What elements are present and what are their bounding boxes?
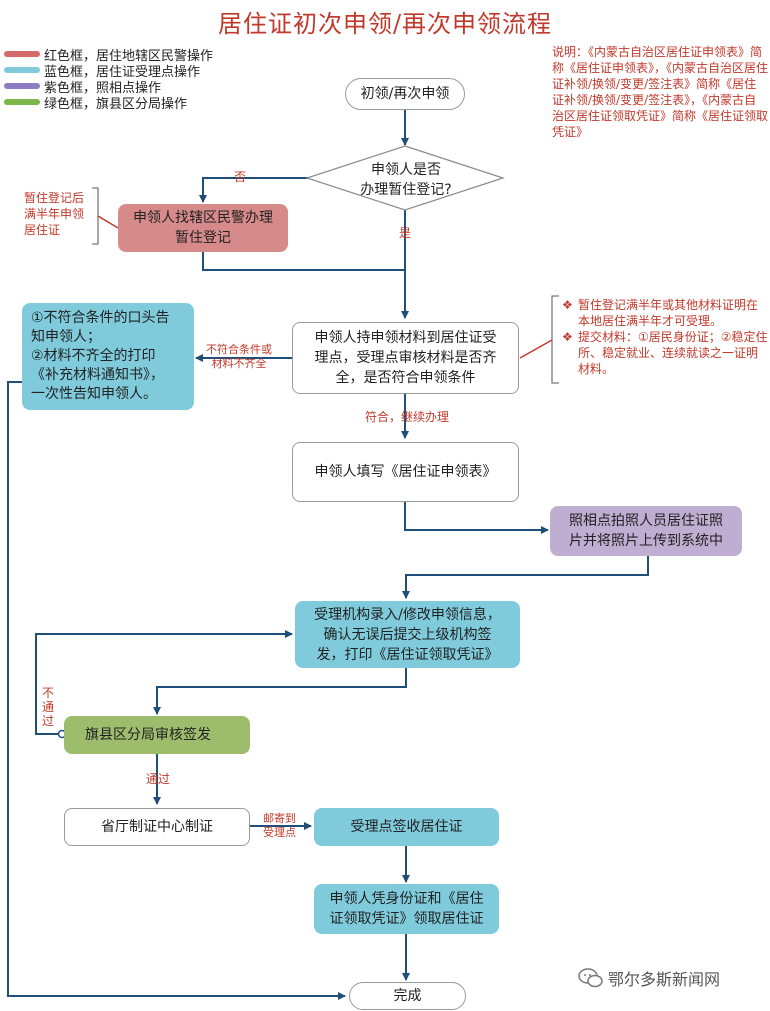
edge-fill-photo	[404, 502, 549, 534]
reject-notice-box: ①不符合条件的口头告 知申领人； ②材料不齐全的打印 《补充材料通知书》， 一次…	[22, 303, 194, 410]
submit-materials-box: 申领人持申领材料到居住证受 理点，受理点审核材料是否齐 全，是否符合申领条件	[292, 322, 519, 394]
legend-swatch-blue	[4, 67, 40, 73]
side-note-right: ❖ 暂住登记满半年或其他材料证明在本地居住满半年才可受理。 ❖ 提交材料：①居民…	[562, 297, 768, 377]
side-left-bracket	[92, 187, 99, 245]
side-note-right-text-1: 暂住登记满半年或其他材料证明在本地居住满半年才可受理。	[578, 298, 759, 328]
label-met: 符合，继续办理	[365, 410, 450, 424]
end-node: 完成	[349, 982, 466, 1010]
diamond-bullet-icon: ❖	[562, 298, 573, 312]
wechat-icon	[578, 968, 603, 988]
side-right-connector	[519, 339, 553, 359]
receive-card-box: 受理点签收居住证	[314, 808, 499, 846]
edge-review-entry	[35, 630, 293, 735]
label-yes: 是	[399, 226, 412, 240]
legend-label-blue: 蓝色框，居住证受理点操作	[44, 64, 201, 80]
label-no: 否	[234, 170, 247, 184]
side-note-left: 暂住登记后 满半年申领 居住证	[24, 191, 85, 237]
legend: 红色框，居住地辖区民警操作 蓝色框，居住证受理点操作 紫色框，照相点操作 绿色框…	[4, 46, 214, 112]
decision-diamond	[305, 145, 505, 211]
legend-item-blue: 蓝色框，居住证受理点操作	[4, 62, 213, 80]
side-note-right-item-2: ❖ 提交材料：①居民身份证；②稳定住所、稳定就业、连续就读之一证明材料。	[562, 329, 768, 377]
decision-label: 申领人是否 办理暂住登记?	[360, 162, 452, 198]
legend-item-green: 绿色框，旗县区分局操作	[4, 94, 213, 112]
legend-item-purple: 紫色框，照相点操作	[4, 78, 213, 96]
edge-reject-end	[7, 381, 346, 1000]
entry-print-box: 受理机构录入/修改申领信息， 确认无误后提交上级机构签 发，打印《居住证领取凭证…	[295, 601, 520, 668]
page-title: 居住证初次申领/再次申领流程	[217, 10, 553, 38]
explanation-note: 说明：《内蒙古自治区居住证申领表》简称《居住证申领表》，《内蒙古自治区居住证补领…	[552, 45, 769, 139]
edge-photo-entry	[402, 556, 649, 599]
diamond-bullet-icon: ❖	[562, 330, 573, 344]
legend-item-red: 红色框，居住地辖区民警操作	[4, 46, 214, 64]
legend-swatch-purple	[4, 83, 40, 89]
label-mail: 邮寄到 受理点	[263, 812, 296, 839]
review-issue-box: 旗县区分局审核签发	[64, 716, 250, 754]
photo-upload-box: 照相点拍照人员居住证照 片并将照片上传到系统中	[550, 506, 742, 556]
side-left-connector	[97, 215, 119, 229]
side-right-bracket	[551, 295, 559, 384]
label-not-met: 不符合条件或 材料不齐全	[206, 343, 272, 370]
pickup-card-box: 申领人凭身份证和《居住 证领取凭证》领取居住证	[314, 884, 499, 934]
legend-swatch-red	[4, 51, 40, 57]
legend-label-red: 红色框，居住地辖区民警操作	[44, 48, 214, 64]
legend-label-green: 绿色框，旗县区分局操作	[44, 96, 188, 112]
label-pass: 通过	[146, 772, 171, 786]
card-making-box: 省厅制证中心制证	[64, 808, 250, 846]
fill-form-box: 申领人填写《居住证申领表》	[292, 442, 519, 502]
edge-entry-review	[153, 668, 407, 715]
edge-decision-police	[199, 177, 308, 203]
edge-police-merge	[202, 252, 405, 271]
legend-label-purple: 紫色框，照相点操作	[44, 80, 162, 96]
watermark-text: 鄂尔多斯新闻网	[608, 970, 721, 989]
label-not-pass: 不 通 过	[42, 686, 55, 728]
watermark: 鄂尔多斯新闻网	[578, 966, 720, 990]
start-node: 初领/再次申领	[345, 78, 465, 110]
side-note-right-text-2: 提交材料：①居民身份证；②稳定住所、稳定就业、连续就读之一证明材料。	[578, 330, 768, 376]
police-registration-box: 申领人找辖区民警办理 暂住登记	[118, 204, 288, 252]
legend-swatch-green	[4, 99, 40, 105]
side-note-right-item-1: ❖ 暂住登记满半年或其他材料证明在本地居住满半年才可受理。	[562, 297, 768, 329]
